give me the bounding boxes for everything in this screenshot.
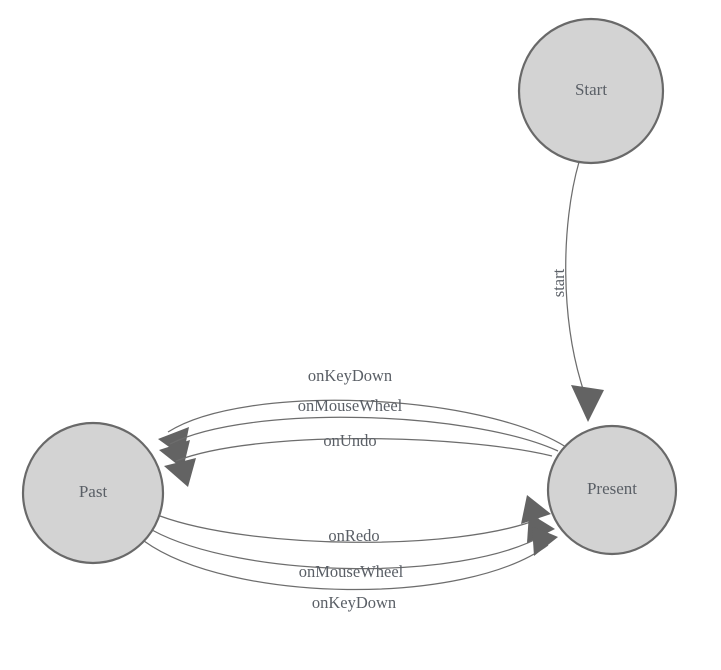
edge-past-to-present-mousewheel-path — [151, 529, 545, 570]
node-present-label: Present — [587, 479, 637, 498]
edge-past-to-present-keydown-arrowhead — [532, 526, 558, 556]
edge-past-to-present-redo-path — [159, 515, 540, 543]
edge-start-to-present-arrowhead — [571, 385, 604, 422]
node-present-circle — [546, 424, 678, 556]
edge-present-to-past-mousewheel-path — [169, 416, 559, 452]
node-past-circle — [21, 421, 165, 565]
edge-past-to-present-redo-arrowhead — [521, 495, 551, 524]
edge-past-to-present-redo-label: onRedo — [328, 526, 379, 545]
node-past-label: Past — [79, 482, 108, 501]
node-start[interactable]: Start — [517, 17, 665, 165]
edge-present-to-past-undo-arrowhead — [164, 458, 196, 487]
edge-past-to-present-mousewheel-label: onMouseWheel — [299, 562, 404, 581]
edge-present-to-past-mousewheel-label: onMouseWheel — [298, 396, 403, 415]
edge-present-to-past-undo[interactable]: onUndo — [164, 431, 553, 487]
edge-past-to-present-keydown-path — [143, 540, 549, 591]
edge-start-to-present[interactable]: start — [549, 161, 604, 422]
edge-past-to-present-redo[interactable]: onRedo — [159, 495, 551, 545]
edge-start-to-present-path — [565, 161, 585, 393]
edge-present-to-past-undo-path — [175, 438, 553, 462]
node-present[interactable]: Present — [546, 424, 678, 556]
node-past[interactable]: Past — [21, 421, 165, 565]
edge-past-to-present-keydown[interactable]: onKeyDown — [143, 526, 558, 612]
edge-start-to-present-label: start — [549, 268, 568, 297]
node-start-label: Start — [575, 80, 607, 99]
edge-present-to-past-keydown-label: onKeyDown — [308, 366, 392, 385]
edge-present-to-past-undo-label: onUndo — [323, 431, 376, 450]
edge-present-to-past-keydown-path — [167, 399, 567, 448]
edge-past-to-present-keydown-label: onKeyDown — [312, 593, 396, 612]
node-start-circle — [517, 17, 665, 165]
